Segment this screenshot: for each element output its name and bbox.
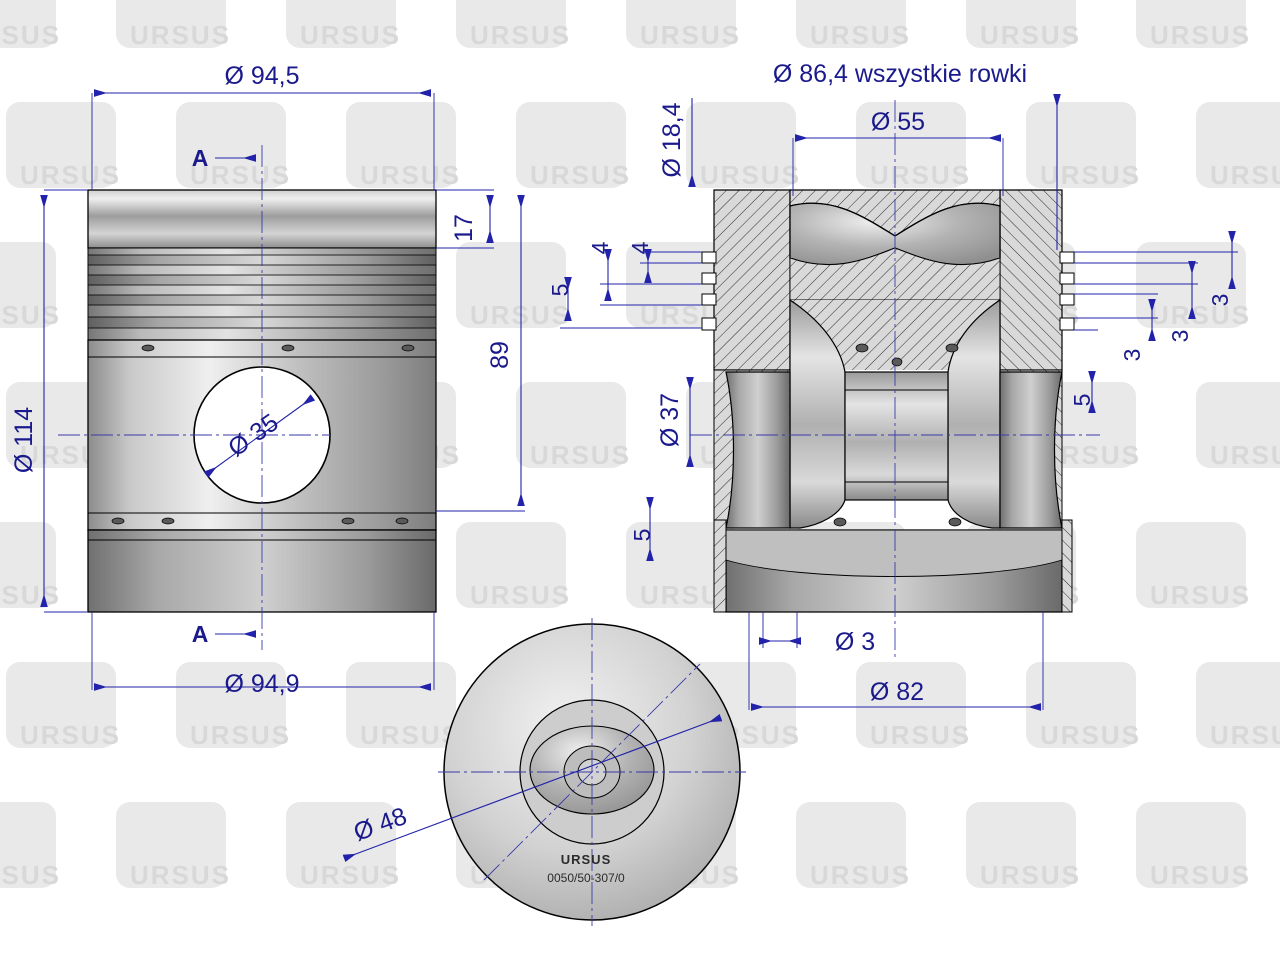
watermark-text: URSUS (980, 20, 1082, 50)
dim-groove-5c: 5 (629, 529, 655, 542)
dim-land-3b: 3 (1167, 330, 1193, 343)
front-view-dimensions: Ø 94,5 Ø 94,9 Ø 114 17 89 Ø 35 (10, 62, 525, 698)
watermark-gear (1136, 522, 1246, 608)
watermark-text: URSUS (700, 160, 802, 190)
dim-land-3a: 3 (1207, 294, 1233, 307)
dim-front-height: Ø 114 (10, 407, 38, 473)
watermark-text: URSUS (360, 160, 462, 190)
watermark-text: URSUS (20, 720, 122, 750)
watermark-text: URSUS (980, 860, 1082, 890)
watermark-text: URSUS (470, 580, 572, 610)
watermark-text: URSUS (300, 20, 402, 50)
watermark-text: URSUS (1040, 720, 1142, 750)
watermark-text: URSUS (1210, 720, 1280, 750)
dim-groove-4b: 4 (627, 241, 653, 254)
watermark-text: URSUS (530, 440, 632, 470)
dim-front-top-diameter: Ø 94,5 (224, 62, 299, 90)
front-view-geometry (58, 145, 437, 650)
watermark-text: URSUS (640, 20, 742, 50)
watermark-gear (516, 382, 626, 468)
watermark-text: URSUS (810, 860, 912, 890)
watermark-text: URSUS (1150, 20, 1252, 50)
dim-groove-5b: 5 (1069, 394, 1095, 407)
watermark-text: URSUS (0, 580, 62, 610)
watermark-gear (796, 802, 906, 888)
dim-groove-4a: 4 (587, 241, 613, 254)
dim-crown-to-pin: 89 (486, 341, 514, 369)
watermark-text: URSUS (870, 720, 972, 750)
dim-all-grooves: Ø 86,4 wszystkie rowki (773, 60, 1027, 88)
part-stamp: 0050/50-307/0 (547, 871, 625, 885)
watermark-text: URSUS (130, 860, 232, 890)
dim-groove-5a: 5 (547, 284, 573, 297)
watermark-gear (1026, 662, 1136, 748)
watermark-text: URSUS (190, 160, 292, 190)
watermark-text: URSUS (810, 20, 912, 50)
dim-top-land: 17 (450, 214, 478, 242)
watermark-gear (1026, 102, 1136, 188)
watermark-gear (796, 0, 906, 48)
watermark-text: URSUS (0, 860, 62, 890)
watermark-gear (1136, 802, 1246, 888)
watermark-gear (456, 242, 566, 328)
watermark-gear (1196, 382, 1280, 468)
section-mark-bottom: A (192, 621, 257, 647)
watermark-text: URSUS (300, 860, 402, 890)
section-letter-top: A (192, 145, 209, 171)
watermark-text: URSUS (1210, 160, 1280, 190)
watermark-gear (6, 102, 116, 188)
dim-oil-hole: Ø 3 (835, 628, 875, 656)
section-view-dimensions: Ø 86,4 wszystkie rowki Ø 18,4 Ø 55 5 4 4 (547, 60, 1238, 711)
watermark-gear (856, 102, 966, 188)
watermark-text: URSUS (1150, 860, 1252, 890)
watermark-gear (966, 0, 1076, 48)
dim-front-bottom-diameter: Ø 94,9 (224, 670, 299, 698)
brand-stamp: URSUS (561, 852, 612, 867)
watermark-gear (176, 662, 286, 748)
watermark-gear (6, 662, 116, 748)
watermark-gear (456, 522, 566, 608)
watermark-text: URSUS (0, 20, 62, 50)
top-view-geometry: Ø 48 URSUS 0050/50-307/0 (342, 618, 746, 926)
watermark-gear (456, 0, 566, 48)
watermark-text: URSUS (530, 160, 632, 190)
watermark-gear (686, 102, 796, 188)
watermark-gear (176, 102, 286, 188)
watermark-gear (116, 802, 226, 888)
watermark-text: URSUS (0, 300, 62, 330)
watermark-text: URSUS (470, 20, 572, 50)
watermark-gear (626, 0, 736, 48)
section-mark-top: A (192, 145, 257, 171)
dim-top-land-18-4: Ø 18,4 (658, 102, 686, 177)
watermark-text: URSUS (190, 720, 292, 750)
watermark-gear (116, 0, 226, 48)
dim-pin-bore-37: Ø 37 (656, 393, 684, 447)
dim-top-bowl-diameter: Ø 48 (350, 802, 411, 847)
watermark-gear (346, 102, 456, 188)
watermark-gear (0, 802, 56, 888)
watermark-text: URSUS (870, 160, 972, 190)
section-letter-bottom: A (192, 621, 209, 647)
dim-bowl-width: Ø 55 (871, 108, 925, 136)
watermark-gear (286, 0, 396, 48)
watermark-gear (0, 0, 56, 48)
watermark-text: URSUS (1210, 440, 1280, 470)
watermark-text: URSUS (130, 20, 232, 50)
watermark-gear (1196, 102, 1280, 188)
dim-skirt-diameter: Ø 82 (870, 678, 924, 706)
watermark-gear (1136, 0, 1246, 48)
section-view-geometry (690, 100, 1100, 660)
watermark-gear (966, 802, 1076, 888)
watermark-text: URSUS (1150, 300, 1252, 330)
watermark-text: URSUS (20, 160, 122, 190)
watermark-gear (516, 102, 626, 188)
dim-land-3c: 3 (1119, 349, 1145, 362)
watermark-gear (1196, 662, 1280, 748)
watermark-text: URSUS (1150, 580, 1252, 610)
